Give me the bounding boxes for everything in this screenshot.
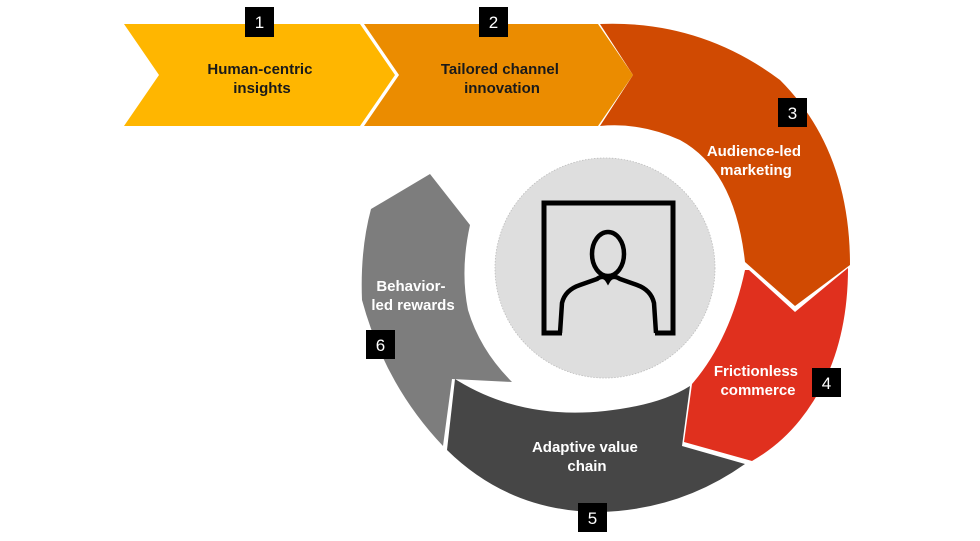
step-3-segment [600, 23, 850, 306]
step-1-label: Human-centric insights [207, 61, 316, 97]
step-5-badge: 5 [578, 503, 607, 532]
center-circle [494, 157, 716, 379]
step-3-label: Audience-led marketing [707, 143, 805, 179]
step-4-segment [684, 268, 848, 461]
step-3-label-line1: Audience-led [707, 143, 801, 160]
step-1-label-line2: insights [233, 80, 291, 97]
step-5-label-line1: Adaptive value [532, 439, 638, 456]
step-6-label-line1: Behavior- [376, 278, 445, 295]
step-4-badge: 4 [812, 368, 841, 397]
step-6-badge: 6 [366, 330, 395, 359]
step-2-chevron [364, 24, 633, 126]
step-5-label: Adaptive value chain [532, 439, 642, 475]
step-3-label-line2: marketing [720, 162, 792, 179]
step-4-label: Frictionless commerce [714, 363, 802, 399]
step-5-label-line2: chain [567, 458, 606, 475]
step-2-label-line2: innovation [464, 80, 540, 97]
step-1-chevron [124, 24, 395, 126]
step-6-segment [361, 174, 512, 446]
step-4-number: 4 [822, 374, 831, 393]
step-4-label-line1: Frictionless [714, 363, 798, 380]
step-2-label: Tailored channel innovation [441, 61, 563, 97]
step-1: Human-centric insights [124, 24, 395, 126]
step-2-number: 2 [489, 13, 498, 32]
step-2: Tailored channel innovation [364, 24, 633, 126]
step-6-label-line2: led rewards [371, 297, 454, 314]
person-shoulders [557, 274, 659, 334]
step-3-badge: 3 [778, 98, 807, 127]
step-2-label-line1: Tailored channel [441, 61, 559, 78]
step-6-label: Behavior- led rewards [371, 278, 454, 314]
step-4-label-line2: commerce [720, 382, 795, 399]
step-5-segment [447, 379, 745, 512]
step-3-number: 3 [788, 104, 797, 123]
step-2-badge: 2 [479, 7, 508, 37]
person-head [589, 229, 627, 279]
portrait-frame [541, 200, 676, 336]
step-1-number: 1 [255, 13, 264, 32]
step-1-badge: 1 [245, 7, 274, 37]
step-5-number: 5 [588, 509, 597, 528]
step-1-label-line1: Human-centric [207, 61, 312, 78]
step-6-number: 6 [376, 336, 385, 355]
person-portrait-icon [541, 200, 676, 336]
